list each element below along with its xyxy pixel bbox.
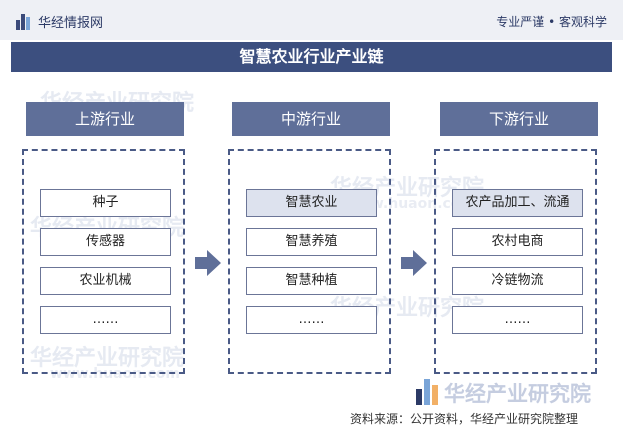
- slogan: 专业严谨 • 客观科学: [496, 15, 607, 29]
- arrow-right-icon: [195, 250, 221, 276]
- midstream-item: 智慧养殖: [246, 228, 377, 256]
- footer-brand: 华经产业研究院: [444, 382, 591, 406]
- downstream-item: 冷链物流: [452, 267, 583, 295]
- upstream-item: 种子: [40, 189, 171, 217]
- upstream-panel: 种子 传感器 农业机械 ……: [22, 149, 185, 374]
- downstream-item: ……: [452, 306, 583, 334]
- stage-downstream-header: 下游行业: [440, 102, 598, 136]
- watermark: 华经产业研究院: [30, 346, 185, 371]
- footer-logo-icon: [416, 379, 438, 405]
- midstream-item: 智慧种植: [246, 267, 377, 295]
- downstream-panel: 农产品加工、流通 农村电商 冷链物流 ……: [434, 149, 597, 374]
- diagram-title: 智慧农业行业产业链: [11, 42, 612, 72]
- stage-midstream-header: 中游行业: [232, 102, 390, 136]
- bar-chart-logo-icon: [16, 13, 30, 30]
- watermark-url: www.huaon.com: [345, 196, 476, 212]
- top-bar: 华经情报网 专业严谨 • 客观科学: [0, 0, 623, 40]
- upstream-item: 农业机械: [40, 267, 171, 295]
- downstream-item: 农村电商: [452, 228, 583, 256]
- upstream-item: 传感器: [40, 228, 171, 256]
- brand: 华经情报网: [16, 12, 103, 31]
- upstream-item: ……: [40, 306, 171, 334]
- source-note: 资料来源：公开资料，华经产业研究院整理: [350, 412, 579, 426]
- midstream-item: ……: [246, 306, 377, 334]
- brand-name: 华经情报网: [38, 16, 104, 31]
- watermark-url: www.huaon.com: [50, 366, 181, 382]
- downstream-item-highlighted: 农产品加工、流通: [452, 189, 583, 217]
- midstream-item-highlighted: 智慧农业: [246, 189, 377, 217]
- stage-upstream-header: 上游行业: [26, 102, 184, 136]
- midstream-panel: 智慧农业 智慧养殖 智慧种植 ……: [228, 149, 391, 374]
- arrow-right-icon: [401, 250, 427, 276]
